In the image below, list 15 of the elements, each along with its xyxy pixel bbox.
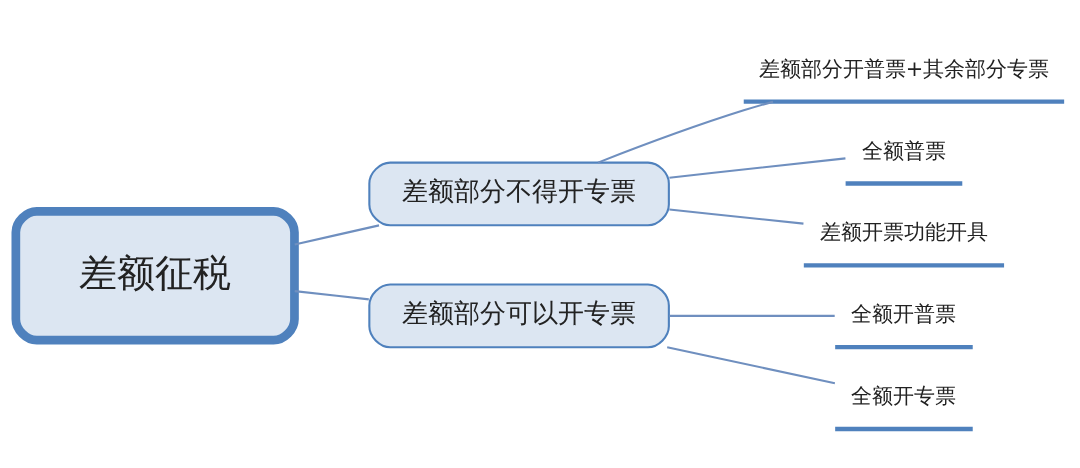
connector <box>669 208 804 225</box>
node-box: 差额部分可以开专票 <box>368 283 670 349</box>
connector <box>669 314 835 317</box>
connector <box>597 100 774 164</box>
node-text: 差额开票功能开具 <box>819 220 988 245</box>
node-text: 全额普票 <box>861 138 946 163</box>
connector <box>666 346 836 385</box>
node-text: 差额部分开普票+其余部分专票 <box>758 56 1050 81</box>
connector <box>669 157 846 179</box>
node-text: 全额开专票 <box>851 384 957 409</box>
node-text: 全额开普票 <box>851 302 957 327</box>
node-box: 差额部分不得开专票 <box>368 161 670 227</box>
node-box: 差额征税 <box>11 207 299 345</box>
connector <box>294 224 380 246</box>
connector <box>294 290 369 301</box>
